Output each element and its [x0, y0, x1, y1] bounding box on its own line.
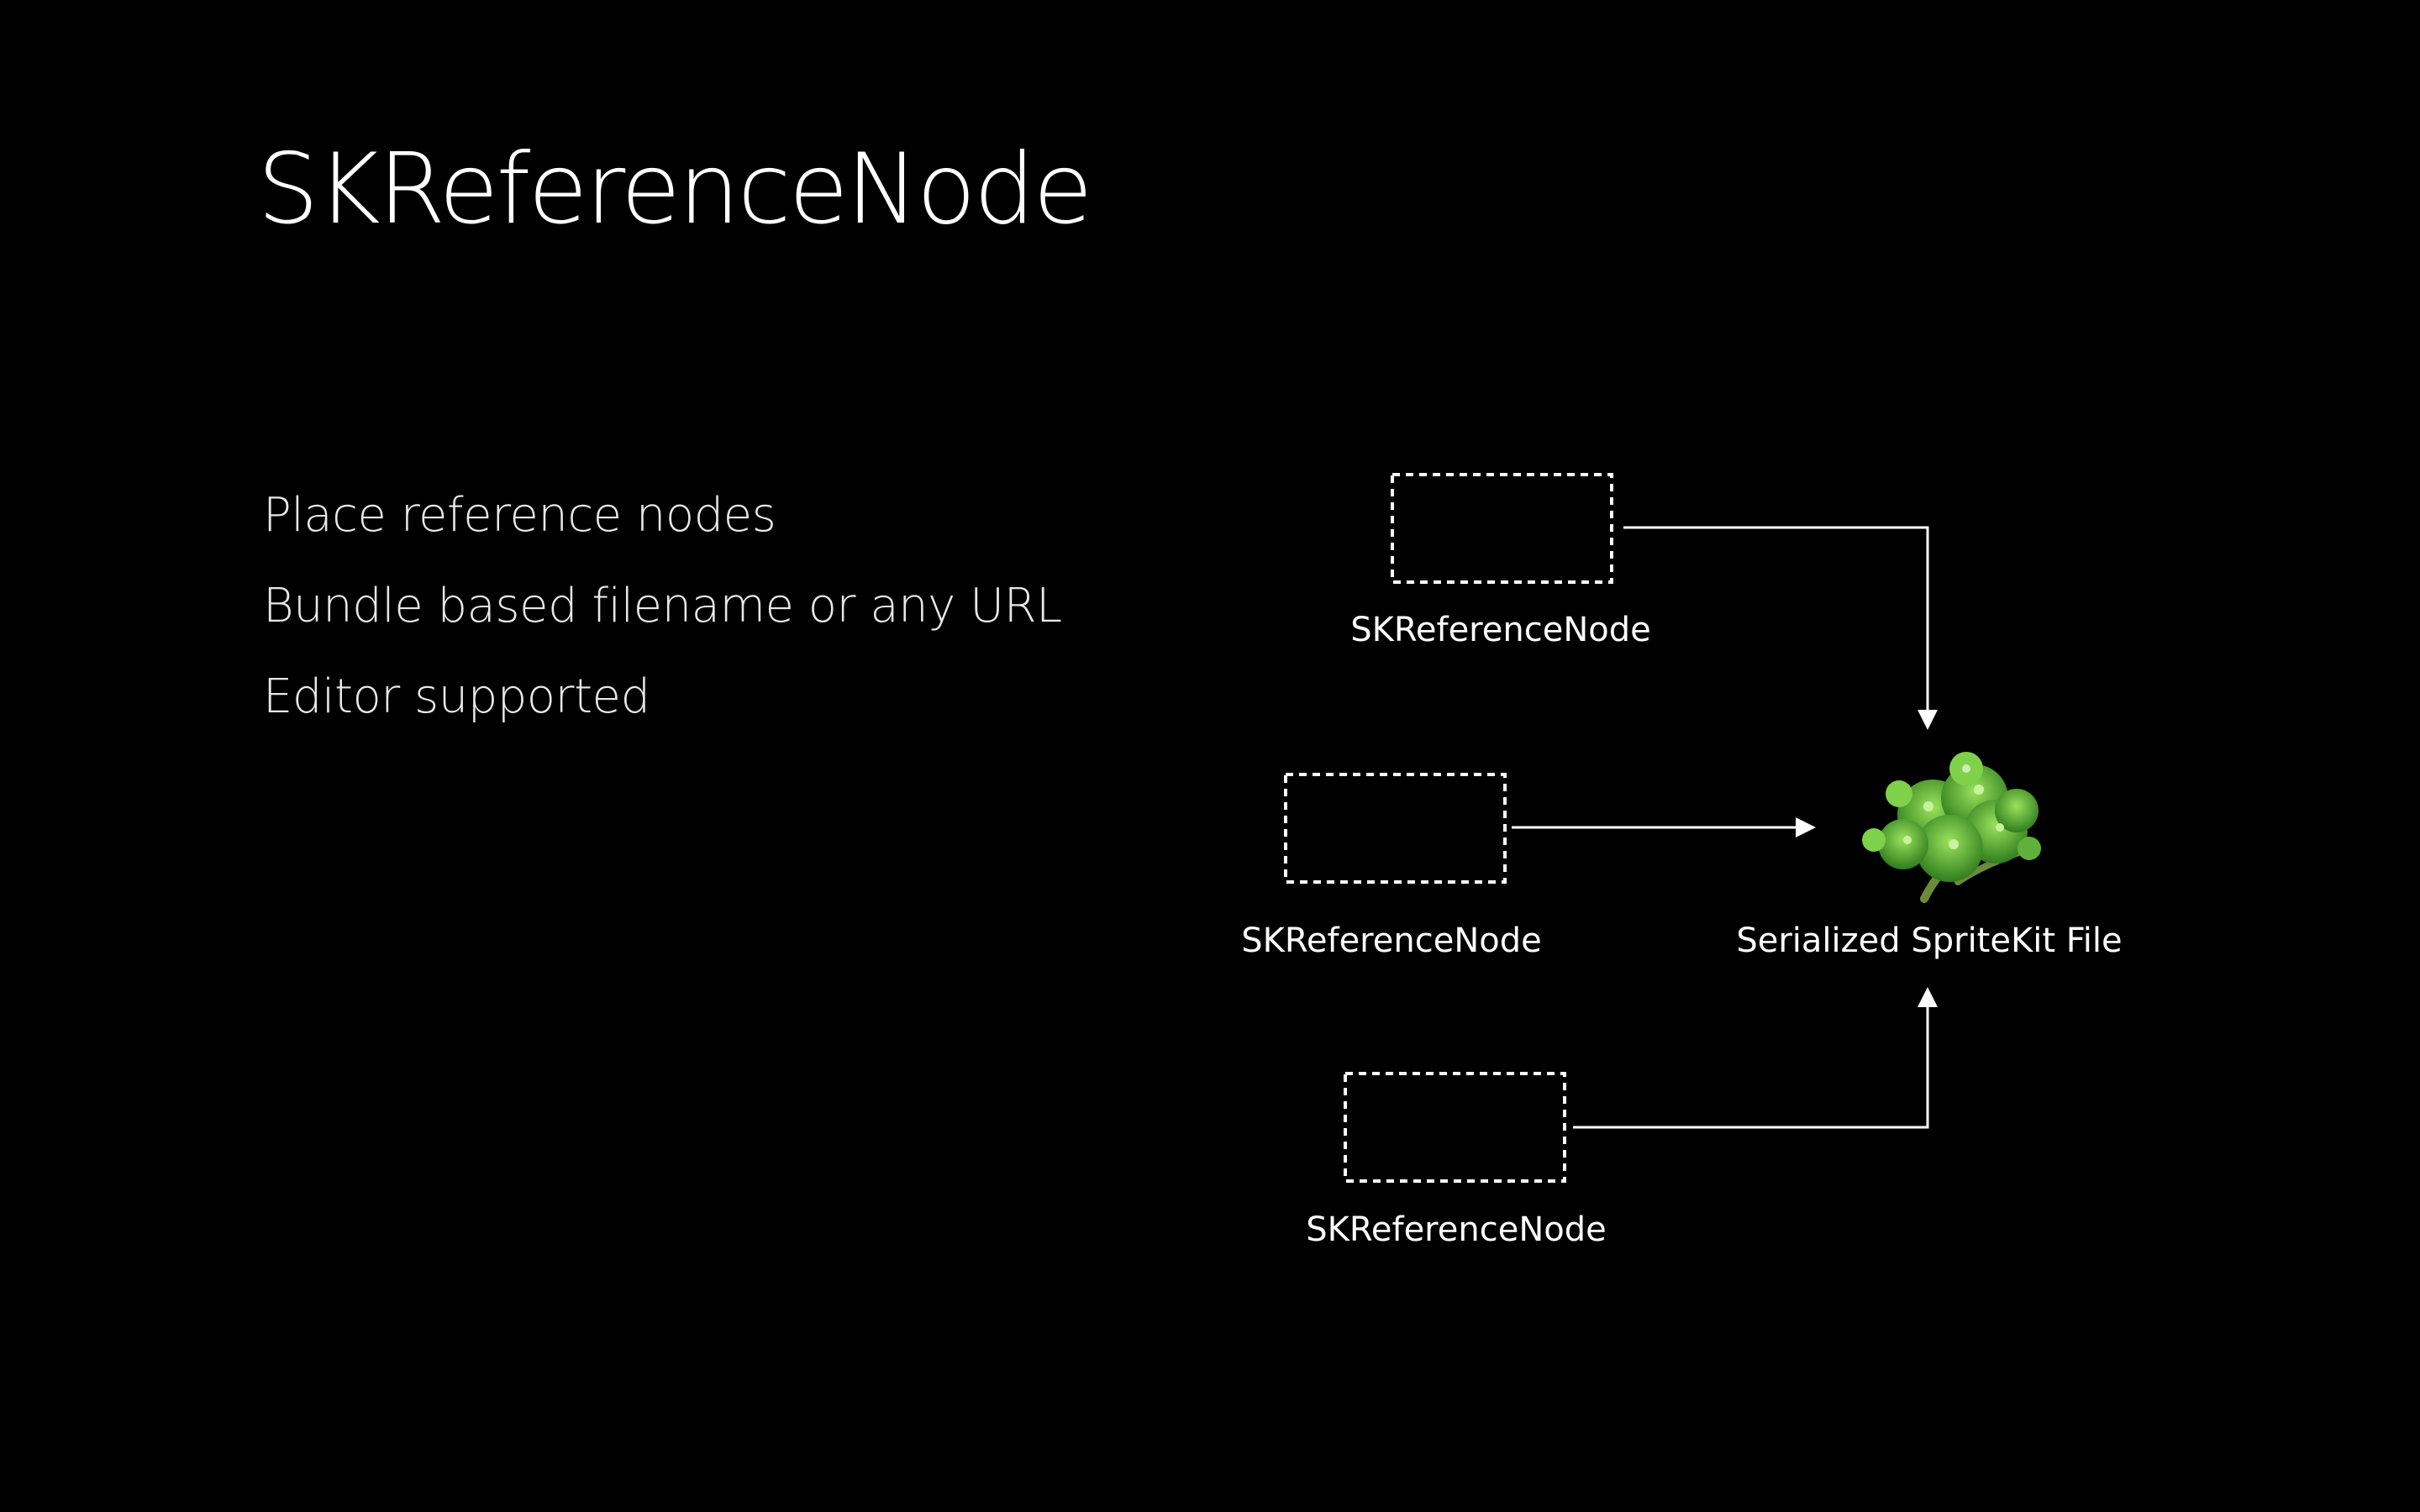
reference-node-box: [1391, 473, 1613, 584]
connector-arrow-bottom: [1573, 987, 1938, 1129]
bullet-item: Editor supported: [263, 669, 650, 724]
slide-title: SKReferenceNode: [257, 133, 1093, 246]
reference-node-label: SKReferenceNode: [1306, 1210, 1606, 1249]
bullet-item: Bundle based filename or any URL: [263, 579, 1062, 633]
connector-arrow-top: [1623, 526, 1938, 730]
bullet-list: Place reference nodes Bundle based filen…: [263, 470, 1062, 743]
reference-node-bottom: SKReferenceNode: [1306, 1072, 1607, 1249]
reference-node-label: SKReferenceNode: [1241, 921, 1541, 960]
reference-node-middle: SKReferenceNode: [1241, 773, 1542, 960]
reference-node-label: SKReferenceNode: [1350, 611, 1650, 649]
reference-node-box: [1344, 1072, 1566, 1183]
bullet-item: Place reference nodes: [263, 488, 776, 543]
target-label: Serialized SpriteKit File: [1736, 921, 2122, 960]
plant-icon: [1862, 752, 2041, 903]
reference-node-box: [1284, 773, 1507, 884]
reference-node-top: SKReferenceNode: [1350, 473, 1651, 649]
